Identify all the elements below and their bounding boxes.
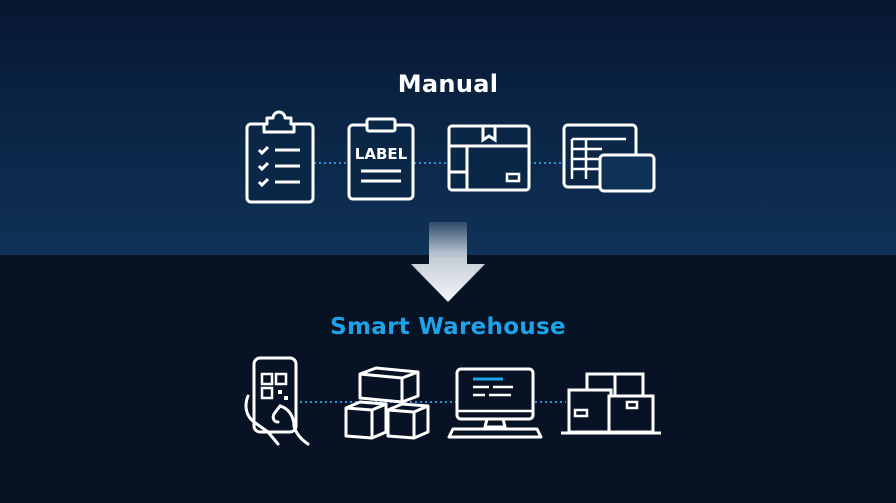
spreadsheet-icon	[562, 123, 656, 193]
transition-arrow-icon	[405, 222, 491, 308]
clipboard-checklist-icon	[245, 110, 317, 204]
label-text: LABEL	[355, 145, 408, 163]
package-box-icon	[447, 124, 531, 192]
stacked-boxes-icon	[342, 366, 432, 440]
warehouse-boxes-icon	[561, 372, 661, 436]
clipboard-label-icon: LABEL	[347, 117, 415, 201]
computer-monitor-icon	[447, 367, 543, 441]
phone-qr-scan-icon	[244, 356, 314, 446]
smart-warehouse-title: Smart Warehouse	[330, 314, 566, 340]
manual-title: Manual	[397, 70, 499, 98]
